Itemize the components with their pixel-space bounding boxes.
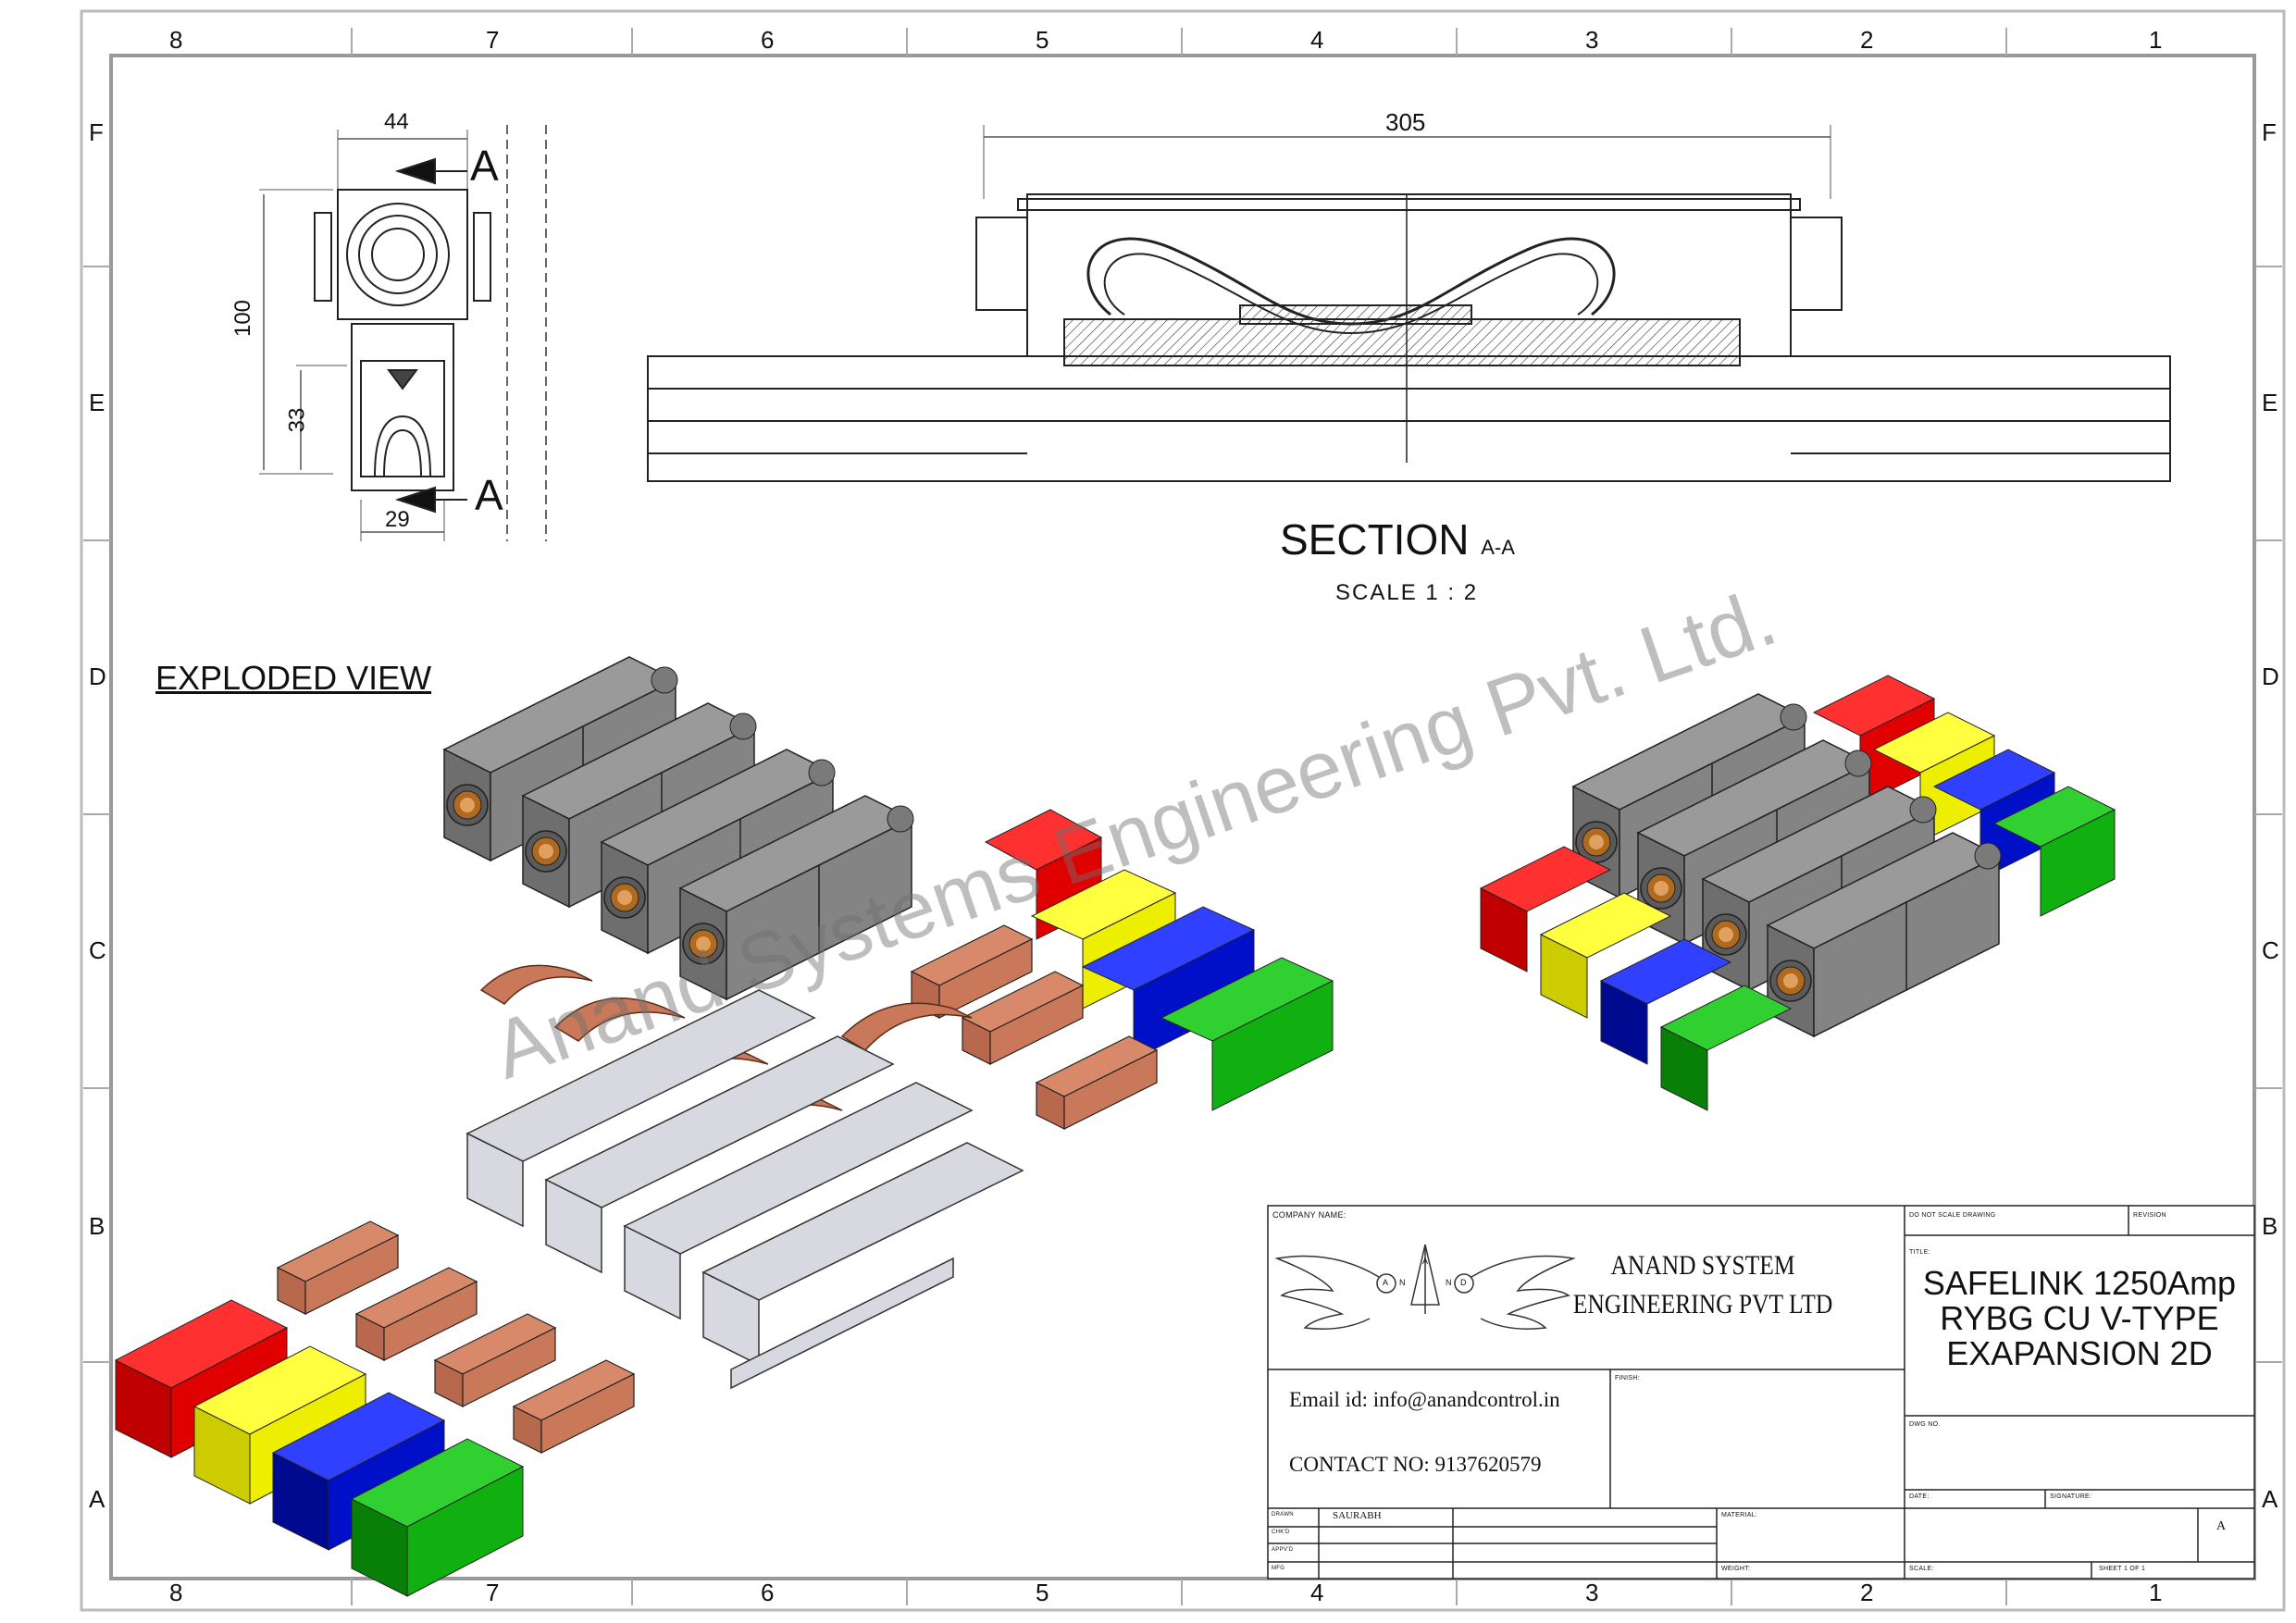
material-label: MATERIAL: <box>1721 1512 1758 1518</box>
section-width-dimension: 305 <box>1385 108 1426 136</box>
section-view <box>647 125 2171 482</box>
zone-row-A: A <box>89 1485 105 1513</box>
weight-label: WEIGHT: <box>1721 1566 1751 1572</box>
zone-col-3: 3 <box>1585 26 1599 54</box>
do-not-scale-label: DO NOT SCALE DRAWING <box>1909 1212 1996 1219</box>
mfg-label: MFG <box>1272 1566 1285 1571</box>
zone-row-E-right: E <box>2262 389 2278 416</box>
mounting-plates <box>465 989 1024 1390</box>
logo-letter-d: D <box>1460 1278 1467 1287</box>
section-marker-top: A <box>470 142 499 190</box>
date-label: DATE: <box>1909 1493 1930 1500</box>
logo-letter-n1: N <box>1399 1278 1406 1287</box>
title-line-2: RYBG CU V-TYPE <box>1940 1299 2219 1337</box>
approved-label: APPV'D <box>1272 1547 1294 1553</box>
zone-col-7-bottom: 7 <box>486 1579 500 1606</box>
zone-col-6-bottom: 6 <box>761 1579 775 1606</box>
zone-row-C-right: C <box>2262 936 2279 964</box>
assembled-view <box>1479 675 2116 1111</box>
company-name-label: COMPANY NAME: <box>1272 1210 1347 1220</box>
title-label: TITLE: <box>1909 1249 1930 1256</box>
logo-letter-a2: A <box>1422 1257 1429 1266</box>
section-title-suffix: A-A <box>1481 536 1515 559</box>
exploded-view-label: EXPLODED VIEW <box>155 659 432 697</box>
zone-col-4: 4 <box>1310 26 1324 54</box>
logo-letter-a1: A <box>1383 1278 1389 1287</box>
zone-col-7: 7 <box>486 26 500 54</box>
section-scale: SCALE 1 : 2 <box>1335 580 1479 605</box>
logo-letter-n2: N <box>1446 1278 1452 1287</box>
section-title-main: SECTION <box>1280 515 1470 564</box>
end-view-lower-height: 33 <box>284 407 310 433</box>
company-name-line1: ANAND SYSTEM <box>1610 1250 1795 1281</box>
section-marker-bottom: A <box>475 471 503 519</box>
zone-row-B-right: B <box>2262 1212 2278 1240</box>
end-view-width-bottom: 29 <box>385 507 410 532</box>
zone-col-2-bottom: 2 <box>1860 1579 1874 1606</box>
outer-border <box>80 9 2286 1612</box>
title-line-1: SAFELINK 1250Amp <box>1922 1264 2237 1302</box>
zone-row-D: D <box>89 663 106 690</box>
scale-label: SCALE: <box>1909 1566 1934 1572</box>
end-view <box>259 125 547 541</box>
title-line-3: EXAPANSION 2D <box>1946 1334 2213 1372</box>
end-view-width-top: 44 <box>384 109 409 134</box>
zone-row-E: E <box>89 389 105 416</box>
zone-row-A-right: A <box>2262 1485 2278 1513</box>
zone-col-5: 5 <box>1036 26 1049 54</box>
zone-row-F-right: F <box>2262 118 2277 146</box>
drawn-by: SAURABH <box>1333 1510 1382 1521</box>
zone-col-8: 8 <box>169 26 183 54</box>
company-logo <box>1274 1244 1576 1330</box>
company-name-line2: ENGINEERING PVT LTD <box>1572 1289 1833 1319</box>
zone-ticks <box>83 28 2282 1605</box>
zone-col-4-bottom: 4 <box>1310 1579 1324 1606</box>
exploded-view <box>114 656 1334 1597</box>
drawn-label: DRAWN <box>1272 1512 1294 1518</box>
finish-label: FINISH: <box>1615 1375 1640 1381</box>
zone-row-D-right: D <box>2262 663 2279 690</box>
email-text: Email id: info@anandcontrol.in <box>1289 1388 1560 1411</box>
contact-text: CONTACT NO: 9137620579 <box>1289 1453 1542 1476</box>
zone-col-8-bottom: 8 <box>169 1579 183 1606</box>
zone-col-3-bottom: 3 <box>1585 1579 1599 1606</box>
end-view-height: 100 <box>230 299 256 338</box>
exploded-lower-rails <box>114 1220 635 1597</box>
zone-col-1: 1 <box>2149 26 2163 54</box>
zone-col-1-bottom: 1 <box>2149 1579 2163 1606</box>
revision-label: REVISION <box>2133 1212 2166 1219</box>
zone-col-2: 2 <box>1860 26 1874 54</box>
zone-row-B: B <box>89 1212 105 1240</box>
zone-col-6: 6 <box>761 26 775 54</box>
signature-label: SIGNATURE: <box>2050 1493 2092 1500</box>
title-block-frame <box>1267 1205 2255 1580</box>
dwg-no-label: DWG NO. <box>1909 1421 1941 1428</box>
exploded-colored-rails <box>911 809 1334 1130</box>
sheet-size: A <box>2216 1519 2227 1533</box>
zone-row-C: C <box>89 936 106 964</box>
sheet-label: SHEET 1 OF 1 <box>2099 1566 2146 1572</box>
zone-col-5-bottom: 5 <box>1036 1579 1049 1606</box>
section-title: SECTION A-A <box>1280 514 1515 564</box>
checked-label: CHK'D <box>1272 1530 1290 1535</box>
zone-row-F: F <box>89 118 104 146</box>
